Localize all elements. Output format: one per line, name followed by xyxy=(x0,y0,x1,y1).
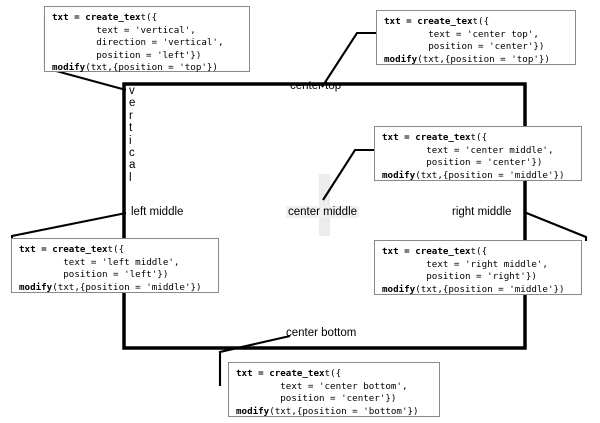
code-line: text = 'right middle', xyxy=(382,258,548,270)
code-line: position = 'left'}) xyxy=(52,49,202,61)
code-keyword: txt = create_tex xyxy=(52,12,141,23)
code-line: txt = create_text({ xyxy=(52,12,158,23)
vertical-letter: i xyxy=(129,134,132,147)
code-keyword: txt = create_tex xyxy=(236,368,325,379)
code-line: text = 'center top', xyxy=(384,28,539,40)
code-line: text = 'left middle', xyxy=(19,256,180,268)
leader-line-right-middle xyxy=(523,211,588,241)
label-center-bottom: center bottom xyxy=(286,327,357,339)
vertical-letter: c xyxy=(129,147,135,160)
vertical-letter: r xyxy=(129,109,133,122)
label-center-top: center top xyxy=(290,80,342,92)
code-line: text = 'center bottom', xyxy=(236,380,408,392)
center-middle-accent-bar xyxy=(319,174,330,236)
code-keyword: txt = create_tex xyxy=(384,16,473,27)
vertical-letter: a xyxy=(129,159,136,172)
code-keyword: modify xyxy=(19,281,53,293)
code-box-vertical-left-top: txt = create_text({ text = 'vertical', d… xyxy=(44,6,250,74)
code-line: modify(txt,{position = 'middle'}) xyxy=(19,281,202,293)
label-right-middle: right middle xyxy=(452,206,512,218)
code-box-left-middle: txt = create_text({ text = 'left middle'… xyxy=(11,238,219,293)
vertical-letter: l xyxy=(129,171,132,184)
code-keyword: modify xyxy=(236,405,270,417)
code-line: modify(txt,{position = 'top'}) xyxy=(52,62,218,74)
vertical-letter: t xyxy=(129,122,133,135)
code-keyword: modify xyxy=(382,169,416,181)
code-line: modify(txt,{position = 'top'}) xyxy=(384,53,550,65)
code-line: txt = create_text({ xyxy=(382,246,488,257)
label-center-middle: center middle xyxy=(286,206,360,218)
code-line: modify(txt,{position = 'bottom'}) xyxy=(236,405,419,417)
leader-line-center-middle xyxy=(322,148,376,201)
code-line: position = 'left'}) xyxy=(19,269,169,281)
leader-line-center-bottom xyxy=(218,334,291,386)
code-line: position = 'center'}) xyxy=(236,393,397,405)
leader-line-left-middle xyxy=(10,211,127,239)
code-line: txt = create_text({ xyxy=(236,368,342,379)
code-box-center-bottom: txt = create_text({ text = 'center botto… xyxy=(228,362,440,417)
code-line: txt = create_text({ xyxy=(384,16,490,27)
vertical-letter: e xyxy=(129,97,136,110)
code-line: position = 'center'}) xyxy=(384,41,545,53)
leader-line-center-top xyxy=(321,31,378,88)
code-line: position = 'right'}) xyxy=(382,271,537,283)
code-keyword: txt = create_tex xyxy=(19,244,108,255)
code-keyword: txt = create_tex xyxy=(382,132,471,143)
code-line: modify(txt,{position = 'middle'}) xyxy=(382,283,565,295)
code-box-center-middle: txt = create_text({ text = 'center middl… xyxy=(374,126,582,181)
code-keyword: modify xyxy=(382,283,416,295)
code-keyword: txt = create_tex xyxy=(382,246,471,257)
code-box-right-middle: txt = create_text({ text = 'right middle… xyxy=(374,240,582,295)
code-line: position = 'center'}) xyxy=(382,157,543,169)
code-line: txt = create_text({ xyxy=(19,244,125,255)
code-line: modify(txt,{position = 'middle'}) xyxy=(382,169,565,181)
code-box-center-top: txt = create_text({ text = 'center top',… xyxy=(376,10,576,65)
code-line: text = 'center middle', xyxy=(382,144,554,156)
vertical-letter: v xyxy=(129,85,135,97)
code-line: text = 'vertical', xyxy=(52,24,196,36)
code-keyword: modify xyxy=(384,53,418,65)
label-left-middle: left middle xyxy=(131,206,184,218)
label-vertical: v e r t i c a l xyxy=(129,85,141,184)
code-keyword: modify xyxy=(52,62,86,74)
code-line: txt = create_text({ xyxy=(382,132,488,143)
code-line: direction = 'vertical', xyxy=(52,37,224,49)
